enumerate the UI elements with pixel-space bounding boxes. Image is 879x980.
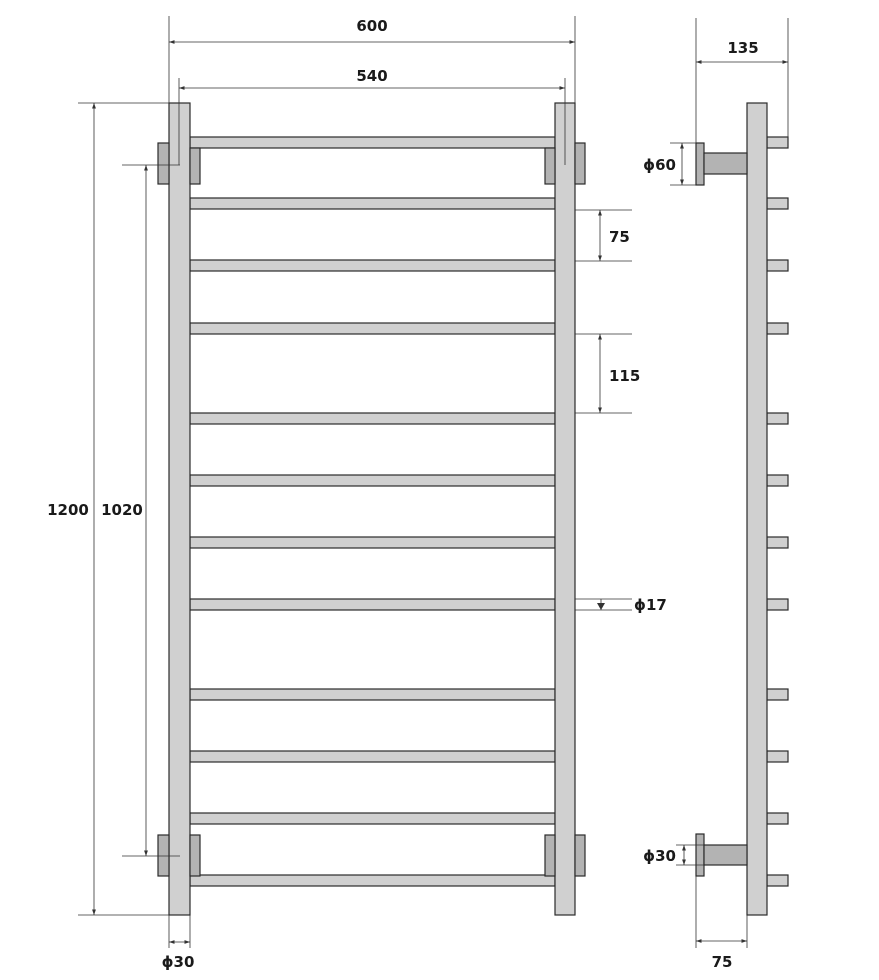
side-bar-end-4 bbox=[766, 322, 789, 335]
right-post bbox=[554, 102, 576, 916]
mount-bottom-left-outer bbox=[157, 834, 170, 877]
side-bar-end-6 bbox=[766, 474, 789, 487]
dim-label-1020: 1020 bbox=[101, 501, 143, 519]
crossbar-2 bbox=[189, 197, 556, 210]
crossbar-8 bbox=[189, 598, 556, 611]
mount-bottom-left-inner bbox=[189, 834, 201, 877]
crossbar-4 bbox=[189, 322, 556, 335]
mount-top-left-inner bbox=[189, 147, 201, 185]
left-post bbox=[168, 102, 191, 916]
crossbar-12 bbox=[189, 874, 556, 887]
side-bar-end-1 bbox=[766, 136, 789, 149]
dim-value-30-side: 30 bbox=[655, 847, 676, 865]
dim-flange-diameter: ϕ60 bbox=[643, 142, 696, 186]
dim-wall-offset: 75 bbox=[695, 876, 748, 971]
crossbar-10 bbox=[189, 750, 556, 763]
side-bar-ends bbox=[766, 136, 789, 887]
mount-bottom-right-outer bbox=[574, 834, 586, 877]
mount-top-right-outer bbox=[574, 142, 586, 185]
side-bar-end-3 bbox=[766, 259, 789, 272]
side-bar-end-5 bbox=[766, 412, 789, 425]
dim-overall-width: 600 bbox=[168, 16, 576, 103]
mount-top-right-inner bbox=[544, 147, 556, 185]
side-flange-bottom bbox=[695, 833, 705, 877]
dim-depth: 135 bbox=[695, 18, 789, 143]
crossbar-11 bbox=[189, 812, 556, 825]
side-flange-top bbox=[695, 142, 705, 186]
side-bar-end-12 bbox=[766, 874, 789, 887]
dim-label-600: 600 bbox=[356, 17, 387, 35]
crossbar-6 bbox=[189, 474, 556, 487]
dim-pin-diameter: ϕ30 bbox=[643, 844, 704, 866]
front-crossbars bbox=[189, 136, 556, 887]
dim-value-60: 60 bbox=[655, 156, 676, 174]
dim-label-540: 540 bbox=[356, 67, 387, 85]
side-pin-top bbox=[703, 152, 748, 175]
side-bar-end-10 bbox=[766, 750, 789, 763]
side-bar-end-11 bbox=[766, 812, 789, 825]
crossbar-9 bbox=[189, 688, 556, 701]
dim-bar-gap-small: 75 bbox=[575, 209, 632, 262]
side-view: 135 ϕ60 ϕ30 75 bbox=[643, 18, 789, 971]
crossbar-1 bbox=[189, 136, 556, 149]
crossbar-7 bbox=[189, 536, 556, 549]
dim-label-phi17: ϕ17 bbox=[634, 596, 667, 614]
front-view: 600 540 1200 1020 bbox=[46, 16, 667, 971]
dim-bar-gap-large: 115 bbox=[575, 333, 640, 414]
dim-value-17: 17 bbox=[646, 596, 667, 614]
side-post bbox=[746, 102, 768, 916]
side-pin-bottom bbox=[703, 844, 748, 866]
dim-rail-spacing: 540 bbox=[178, 67, 566, 165]
dim-label-1200: 1200 bbox=[47, 501, 89, 519]
side-bar-end-2 bbox=[766, 197, 789, 210]
dim-label-115: 115 bbox=[609, 367, 640, 385]
dim-label-75-side: 75 bbox=[712, 953, 733, 971]
diameter-symbol: ϕ bbox=[643, 156, 655, 174]
crossbar-5 bbox=[189, 412, 556, 425]
diameter-symbol: ϕ bbox=[162, 953, 174, 971]
dim-label-phi30-side: ϕ30 bbox=[643, 847, 676, 865]
dim-bar-diameter: ϕ17 bbox=[575, 596, 667, 614]
side-bar-end-8 bbox=[766, 598, 789, 611]
crossbar-3 bbox=[189, 259, 556, 272]
dim-overall-height: 1200 bbox=[46, 102, 169, 916]
diameter-symbol: ϕ bbox=[643, 847, 655, 865]
diameter-symbol: ϕ bbox=[634, 596, 646, 614]
side-bar-end-9 bbox=[766, 688, 789, 701]
dim-label-135: 135 bbox=[727, 39, 758, 57]
dim-mount-spacing: 1020 bbox=[100, 164, 180, 857]
dim-label-phi60: ϕ60 bbox=[643, 156, 676, 174]
dim-label-75-front: 75 bbox=[609, 228, 630, 246]
mount-bottom-right-inner bbox=[544, 834, 556, 877]
dim-post-diameter: ϕ30 bbox=[162, 915, 195, 971]
mount-top-left-outer bbox=[157, 142, 170, 185]
dim-value-30: 30 bbox=[174, 953, 195, 971]
side-bar-end-7 bbox=[766, 536, 789, 549]
dim-label-phi30-front: ϕ30 bbox=[162, 953, 195, 971]
